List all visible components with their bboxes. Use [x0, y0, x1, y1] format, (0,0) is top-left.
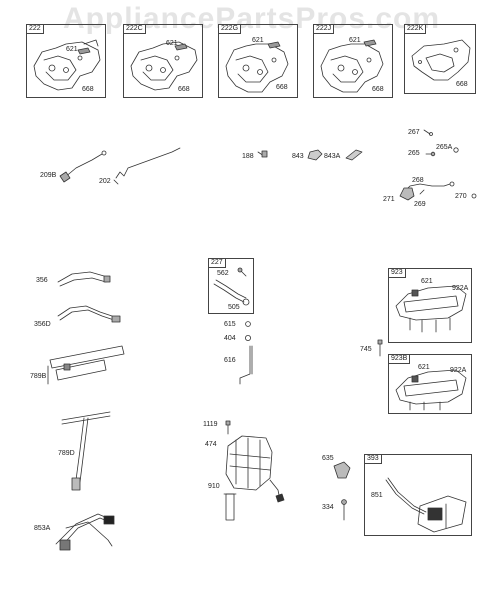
part-222j-bracket — [320, 39, 384, 93]
part-393-armature — [417, 495, 467, 533]
label-356: 356 — [36, 277, 48, 284]
part-222k-plate — [411, 39, 471, 81]
label-843: 843 — [292, 153, 304, 160]
label-789d: 789D — [58, 450, 75, 457]
box-923b: 923B — [388, 354, 472, 414]
part-843-nut — [307, 149, 323, 161]
box-393: 393 — [364, 454, 472, 536]
label-668: 668 — [456, 81, 468, 88]
part-923b-assembly — [395, 369, 467, 411]
label-265a: 265A — [436, 144, 453, 151]
label-745: 745 — [360, 346, 372, 353]
part-268-spring — [403, 181, 455, 193]
box-tag: 923 — [389, 269, 406, 278]
label-789b: 789B — [30, 373, 47, 380]
label-843a: 843A — [324, 153, 341, 160]
label-621: 621 — [252, 37, 264, 44]
part-222g-bracket — [225, 41, 289, 93]
label-621: 621 — [421, 278, 433, 285]
label-851: 851 — [371, 492, 383, 499]
label-853a: 853A — [34, 525, 51, 532]
box-923: 923 — [388, 268, 472, 343]
label-615: 615 — [224, 321, 236, 328]
part-222-bracket — [33, 39, 101, 91]
part-334-screw — [341, 499, 347, 521]
part-356-cable — [57, 271, 111, 287]
part-265a-washer — [453, 147, 459, 153]
label-668: 668 — [82, 86, 94, 93]
box-tag: 222J — [314, 25, 335, 34]
label-267: 267 — [408, 129, 420, 136]
label-209b: 209B — [40, 172, 57, 179]
part-474-coil — [225, 435, 285, 503]
label-668: 668 — [178, 86, 190, 93]
part-923-assembly — [395, 285, 467, 333]
label-271: 271 — [383, 196, 395, 203]
box-tag: 222K — [405, 25, 427, 34]
box-222c: 222C — [123, 24, 203, 98]
box-222j: 222J — [313, 24, 393, 98]
part-562-screw — [237, 267, 247, 277]
part-843a-clip — [345, 149, 363, 161]
part-635-boot — [333, 461, 351, 479]
label-562: 562 — [217, 270, 229, 277]
label-621: 621 — [166, 40, 178, 47]
label-922a: 922A — [450, 367, 467, 374]
label-505: 505 — [228, 304, 240, 311]
part-269-link — [419, 189, 425, 195]
label-910: 910 — [208, 483, 220, 490]
part-853a-wire — [55, 513, 115, 551]
part-356d-cable — [57, 305, 121, 323]
part-615-washer — [245, 321, 251, 327]
part-789d-tube — [61, 411, 111, 491]
part-188-screw — [257, 150, 268, 158]
label-668: 668 — [276, 84, 288, 91]
label-1119: 1119 — [203, 421, 218, 428]
label-635: 635 — [322, 455, 334, 462]
label-334: 334 — [322, 504, 334, 511]
part-745-screw — [377, 339, 383, 357]
label-265: 265 — [408, 150, 420, 157]
box-tag: 923B — [389, 355, 411, 364]
label-188: 188 — [242, 153, 254, 160]
box-tag: 393 — [365, 455, 382, 464]
label-616: 616 — [224, 357, 236, 364]
part-202-rod — [113, 147, 181, 185]
part-265-screw — [425, 151, 436, 157]
label-621: 621 — [66, 46, 78, 53]
part-270-washer — [471, 193, 477, 199]
box-tag: 222G — [219, 25, 242, 34]
box-tag: 222 — [27, 25, 44, 34]
part-910-tube — [223, 493, 237, 521]
label-621: 621 — [418, 364, 430, 371]
box-227: 227 — [208, 258, 254, 314]
label-356d: 356D — [34, 321, 51, 328]
box-222g: 222G — [218, 24, 298, 98]
label-922a: 922A — [452, 285, 469, 292]
box-222: 222 — [26, 24, 106, 98]
label-268: 268 — [412, 177, 424, 184]
part-789b-tube — [47, 345, 125, 385]
part-404-ring — [244, 334, 251, 341]
part-1119-screw — [225, 420, 231, 435]
label-270: 270 — [455, 193, 467, 200]
part-267-pin — [423, 129, 433, 136]
part-209b-link — [59, 150, 107, 183]
box-222k: 222K — [404, 24, 476, 94]
box-tag: 227 — [209, 259, 226, 268]
box-tag: 222C — [124, 25, 146, 34]
label-621: 621 — [349, 37, 361, 44]
label-404: 404 — [224, 335, 236, 342]
part-616-shaft — [239, 345, 253, 385]
label-202: 202 — [99, 178, 111, 185]
label-269: 269 — [414, 201, 426, 208]
part-227-arm — [213, 279, 250, 306]
label-474: 474 — [205, 441, 217, 448]
part-222c-bracket — [130, 41, 198, 91]
part-271-lever — [399, 187, 415, 201]
label-668: 668 — [372, 86, 384, 93]
